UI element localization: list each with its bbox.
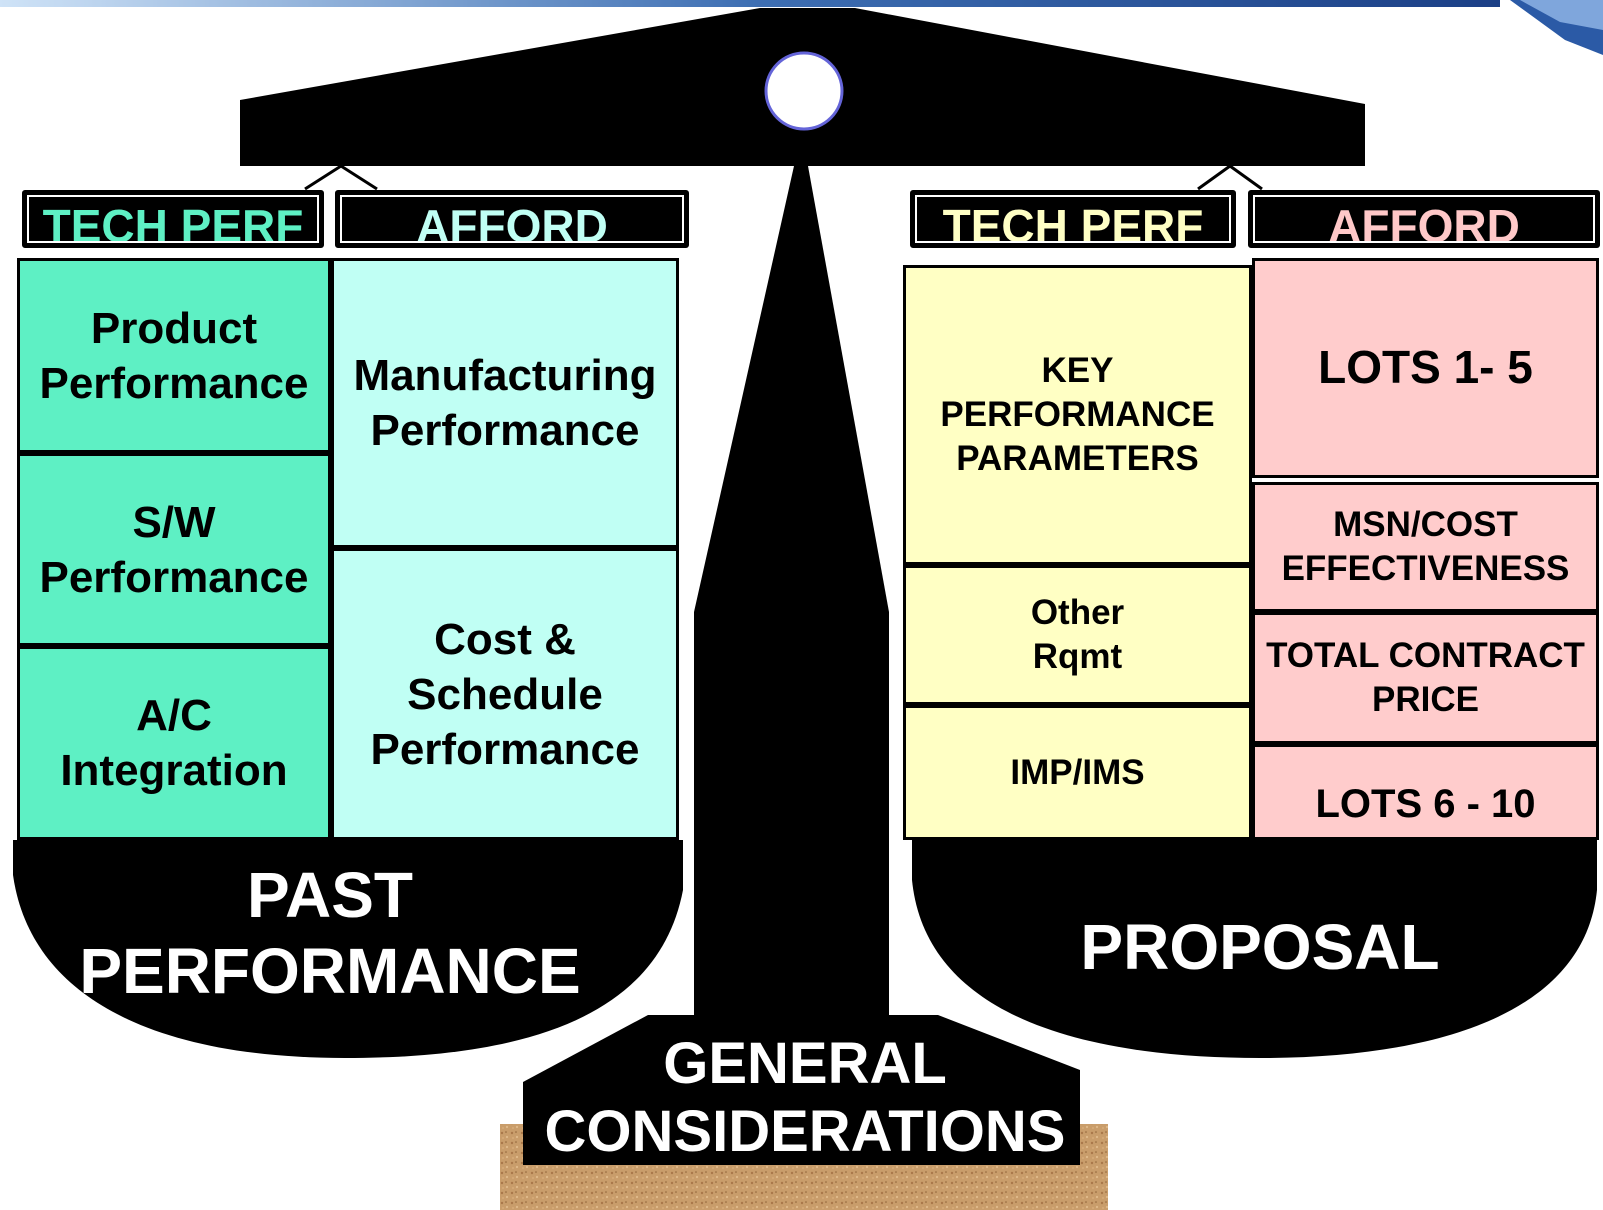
key-performance-parameters-box: KEY PERFORMANCE PARAMETERS: [903, 265, 1252, 565]
product-performance-text: Product Performance: [39, 303, 309, 408]
left-hanger: [304, 164, 378, 191]
left-tech-perf-header-text: TECH PERF: [42, 200, 304, 248]
scale-post: [694, 166, 889, 1020]
left-afford-header: AFFORD: [335, 190, 689, 248]
sw-performance-box: S/W Performance: [17, 453, 331, 646]
left-pan: [13, 840, 683, 1058]
lots-6-10-text: LOTS 6 - 10: [1315, 782, 1536, 826]
right-afford-header: AFFORD: [1248, 190, 1600, 248]
product-performance-box: Product Performance: [17, 258, 331, 453]
left-afford-header-text: AFFORD: [416, 200, 608, 248]
manufacturing-performance-text: Manufacturing Performance: [353, 351, 657, 455]
scale-base: [523, 1015, 1080, 1165]
imp-ims-text: IMP/IMS: [1010, 752, 1145, 792]
ac-integration-box: A/C Integration: [17, 646, 331, 840]
right-tech-perf-header-text: TECH PERF: [942, 200, 1204, 248]
cost-schedule-performance-text: Cost & Schedule Performance: [370, 614, 640, 774]
msn-cost-effectiveness-text: MSN/COST EFFECTIVENESS: [1281, 505, 1570, 588]
manufacturing-performance-box: Manufacturing Performance: [331, 258, 679, 548]
total-contract-price-text: TOTAL CONTRACT PRICE: [1266, 636, 1585, 719]
total-contract-price-box: TOTAL CONTRACT PRICE: [1252, 612, 1599, 744]
other-rqmt-text: Other Rqmt: [1030, 593, 1125, 676]
right-hanger: [1197, 164, 1263, 191]
lots-1-5-box: LOTS 1- 5: [1252, 258, 1599, 478]
pivot-circle: [764, 51, 844, 131]
key-performance-parameters-text: KEY PERFORMANCE PARAMETERS: [940, 351, 1215, 478]
general-considerations-label: GENERAL CONSIDERATIONS: [544, 1031, 1066, 1165]
past-performance-label: PAST PERFORMANCE: [79, 859, 581, 1007]
right-afford-header-text: AFFORD: [1328, 200, 1520, 248]
other-rqmt-box: Other Rqmt: [903, 565, 1252, 705]
imp-ims-box: IMP/IMS: [903, 705, 1252, 840]
proposal-label: PROPOSAL: [1080, 911, 1440, 983]
lots-6-10-box: LOTS 6 - 10: [1252, 744, 1599, 840]
left-tech-perf-header: TECH PERF: [22, 190, 324, 248]
lots-1-5-text: LOTS 1- 5: [1318, 341, 1533, 394]
right-pan: [912, 840, 1597, 1058]
top-decorative-bar: [0, 0, 1500, 7]
msn-cost-effectiveness-box: MSN/COST EFFECTIVENESS: [1252, 482, 1599, 612]
right-tech-perf-header: TECH PERF: [910, 190, 1236, 248]
sw-performance-text: S/W Performance: [39, 497, 309, 602]
ac-integration-text: A/C Integration: [60, 691, 288, 795]
cost-schedule-performance-box: Cost & Schedule Performance: [331, 548, 679, 840]
